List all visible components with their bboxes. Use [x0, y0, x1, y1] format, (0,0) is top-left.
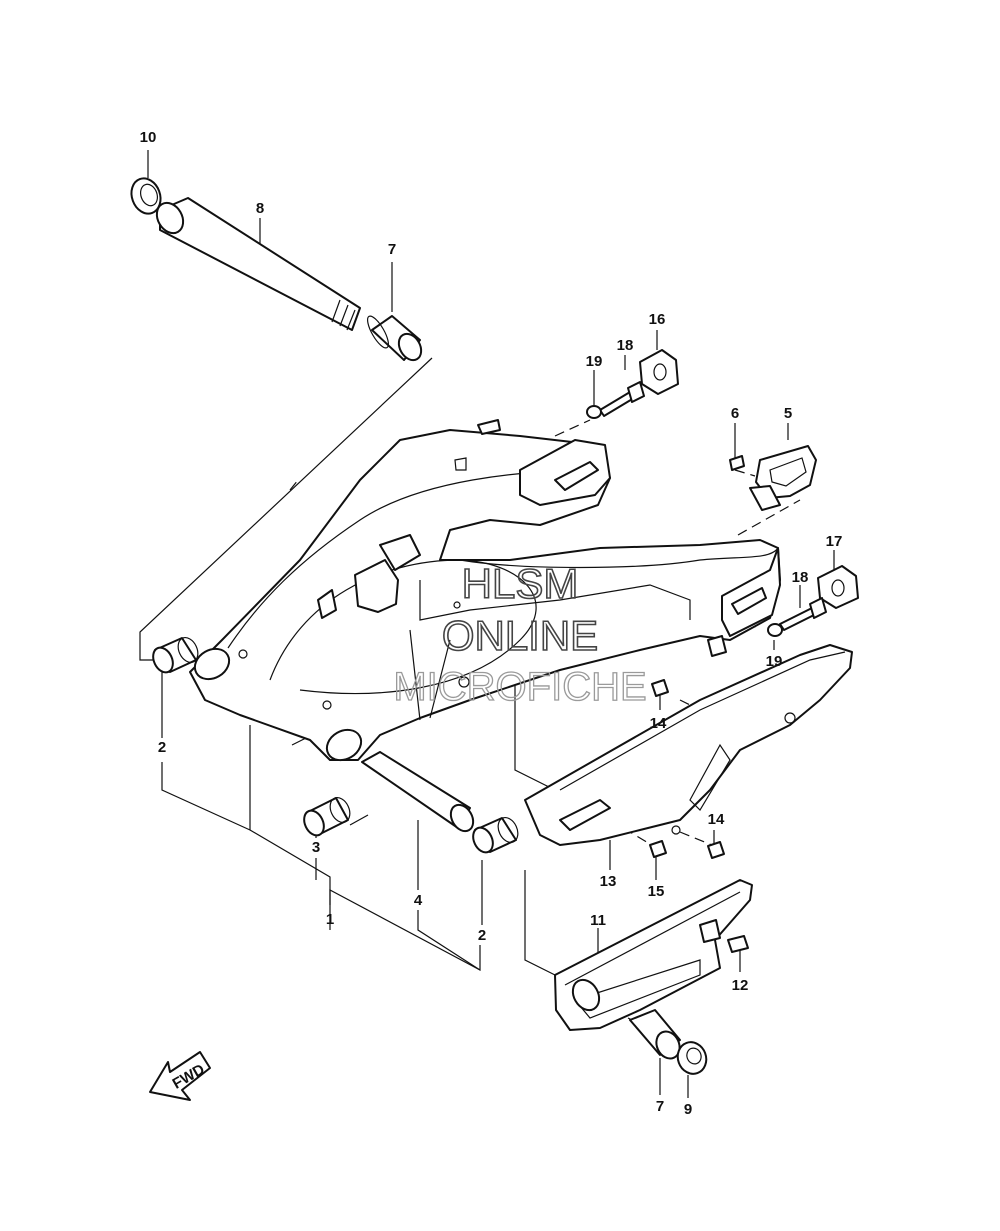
callout-label: 4 [414, 892, 423, 909]
part-18-bolt-lower [779, 597, 827, 631]
part-8-pivot-shaft [155, 197, 361, 331]
callout-label: 3 [312, 839, 320, 856]
callout-labels: 10 8 7 16 18 19 6 5 17 18 19 14 2 3 1 4 … [140, 129, 843, 1118]
callout-label: 14 [708, 811, 725, 828]
part-9-nut [676, 1041, 708, 1075]
callout-label: 16 [649, 311, 666, 328]
part-13-chain-case [524, 644, 853, 846]
callout-label: 18 [792, 569, 809, 586]
part-18-bolt-upper [599, 381, 645, 417]
part-12-bolt [727, 935, 749, 953]
part-5-plate [749, 445, 817, 511]
callout-label: 14 [650, 715, 667, 732]
callout-label: 19 [586, 353, 603, 370]
callout-label: 8 [256, 200, 264, 217]
part-2-bearing-right [472, 817, 519, 854]
callout-label: 19 [766, 653, 783, 670]
callout-label: 12 [732, 977, 749, 994]
part-7-collar-lower [629, 1009, 681, 1060]
part-15-screw [649, 840, 667, 858]
swingarm-body [189, 419, 781, 762]
watermark-line-1: HLSM [462, 560, 579, 607]
part-14-screw-upper [651, 679, 669, 697]
watermark-line-3: MICROFICHE [393, 665, 646, 709]
part-3-bearing [303, 797, 351, 837]
callout-label: 17 [826, 533, 843, 550]
callout-label: 7 [656, 1098, 664, 1115]
callout-label: 13 [600, 873, 617, 890]
part-7-collar-upper [367, 315, 423, 362]
callout-label: 1 [326, 911, 334, 928]
fwd-direction-arrow: FWD [149, 1051, 211, 1101]
callout-label: 7 [388, 241, 396, 258]
part-4-spacer [361, 751, 475, 833]
part-6-bolt [729, 455, 745, 471]
callout-label: 2 [478, 927, 486, 944]
callout-label: 10 [140, 129, 157, 146]
part-19-washer-lower [767, 623, 783, 637]
callout-label: 9 [684, 1101, 692, 1118]
callout-label: 2 [158, 739, 166, 756]
part-2-bearing-left [152, 637, 199, 674]
callout-label: 6 [731, 405, 739, 422]
part-16-chain-adjuster [639, 349, 679, 395]
part-19-washer-upper [586, 405, 602, 419]
callout-label: 15 [648, 883, 665, 900]
watermark-line-2: ONLINE [442, 612, 598, 659]
callout-label: 18 [617, 337, 634, 354]
part-14-screw-lower [707, 841, 725, 859]
callout-label: 5 [784, 405, 792, 422]
part-10-nut [130, 177, 162, 215]
watermark: HLSM ONLINE MICROFICHE [393, 559, 648, 709]
callout-label: 11 [590, 912, 606, 929]
part-11-chain-guide [554, 879, 753, 1031]
